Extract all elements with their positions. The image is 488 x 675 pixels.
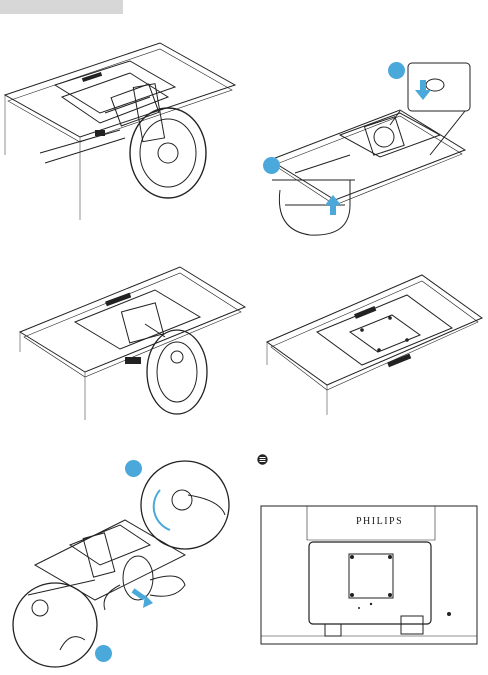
figure-release-button: [250, 55, 480, 250]
figure-stand-removed: [262, 270, 487, 415]
step-badge-4: [95, 645, 112, 662]
step-badge-2: [263, 157, 280, 174]
step-badge-1: [388, 62, 405, 79]
section-header-tab: [0, 0, 123, 14]
figure-monitor-rear-view: PHILIPS: [259, 504, 479, 646]
figure-remove-stand: [10, 460, 245, 670]
figure-stand-attached: [0, 35, 245, 220]
figure-stand-lowered: [15, 262, 250, 420]
step-badge-3: [125, 460, 142, 477]
note-icon: [257, 452, 268, 463]
brand-logo-text: PHILIPS: [356, 516, 403, 527]
